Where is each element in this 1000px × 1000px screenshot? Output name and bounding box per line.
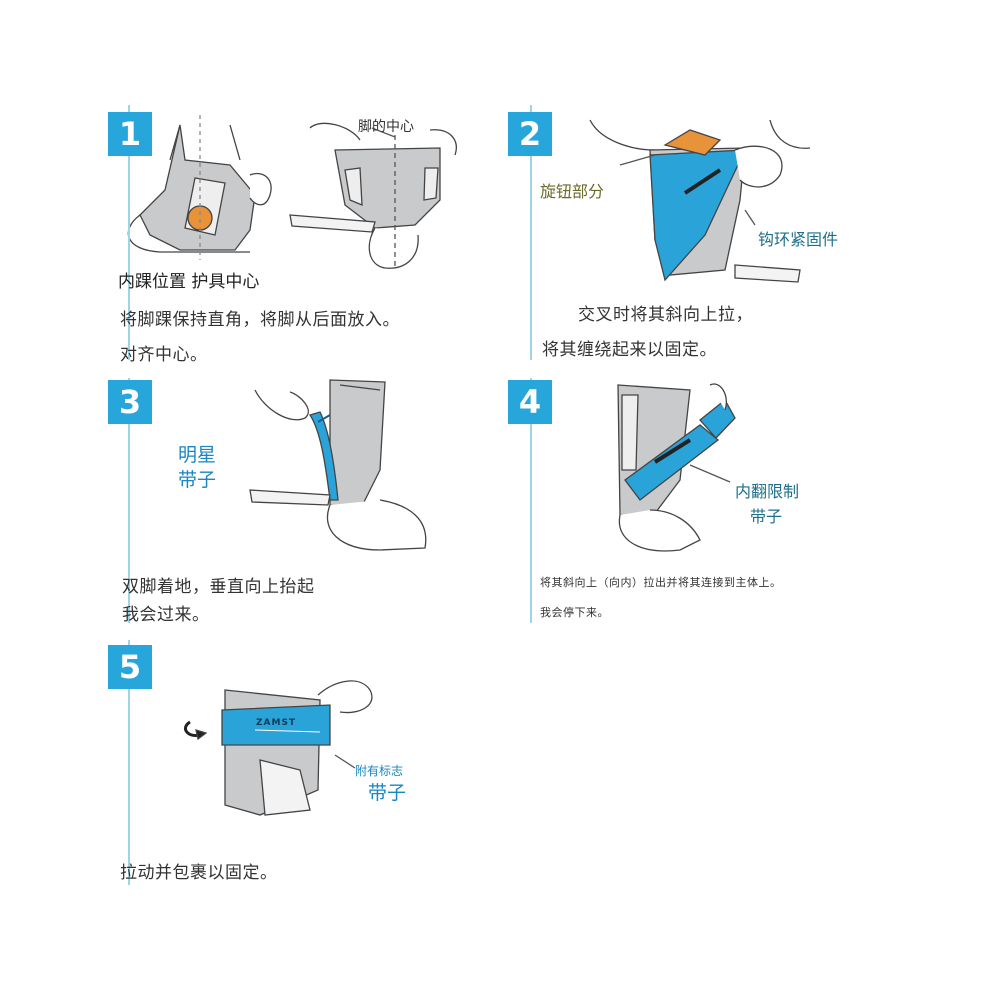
center-of-foot-label: 脚的中心 [358,119,414,135]
logo-strap-label-line-1: 附有标志 [355,764,404,778]
star-strap-label-line-1: 明星 [178,444,217,466]
step-1-caption-line-2: 对齐中心。 [120,345,208,365]
step-2-number: 2 [508,112,552,156]
brand-logo-text: ZAMST [256,718,297,728]
hook-fastener-label: 钩环紧固件 [758,230,839,249]
inversion-strap-label-line-1: 内翻限制 [735,482,800,501]
step4-inversion-strap-illustration [617,383,736,552]
step1-brace-side-illustration [127,115,272,260]
step-3-number: 3 [108,380,152,424]
malleolus-position-label: 内踝位置 护具中心 [118,272,260,292]
step1-brace-rear-illustration [289,122,457,269]
step-2-caption-line-1: 交叉时将其斜向上拉， [578,305,753,325]
step3-star-strap-illustration [249,379,427,551]
step-1-caption-line-1: 将脚踝保持直角，将脚从后面放入。 [120,310,400,330]
knob-label: 旋钮部分 [540,182,605,201]
step-1-number: 1 [108,112,152,156]
step-1-divider [128,105,130,360]
step-5-divider [128,640,130,885]
step-4-divider [530,378,532,623]
step-3-caption-line-1: 双脚着地，垂直向上抬起 [122,577,315,597]
step-3-divider [128,378,130,623]
step-4-caption-line-1: 将其斜向上（向内）拉出并将其连接到主体上。 [540,576,782,589]
step-2-divider [530,105,532,360]
star-strap-label-line-2: 带子 [178,469,217,491]
step5-logo-strap-illustration [184,680,373,816]
step-4-number: 4 [508,380,552,424]
step-5-number: 5 [108,645,152,689]
step2-crossing-strap-illustration [589,119,811,283]
step-3-caption-line-2: 我会过来。 [122,605,210,625]
inversion-strap-label-line-2: 带子 [750,507,783,526]
logo-strap-label-line-2: 带子 [368,782,407,804]
step-4-caption-line-2: 我会停下来。 [540,606,609,619]
step-2-caption-line-2: 将其缠绕起来以固定。 [542,340,717,360]
step-5-caption-line-1: 拉动并包裹以固定。 [120,863,278,883]
